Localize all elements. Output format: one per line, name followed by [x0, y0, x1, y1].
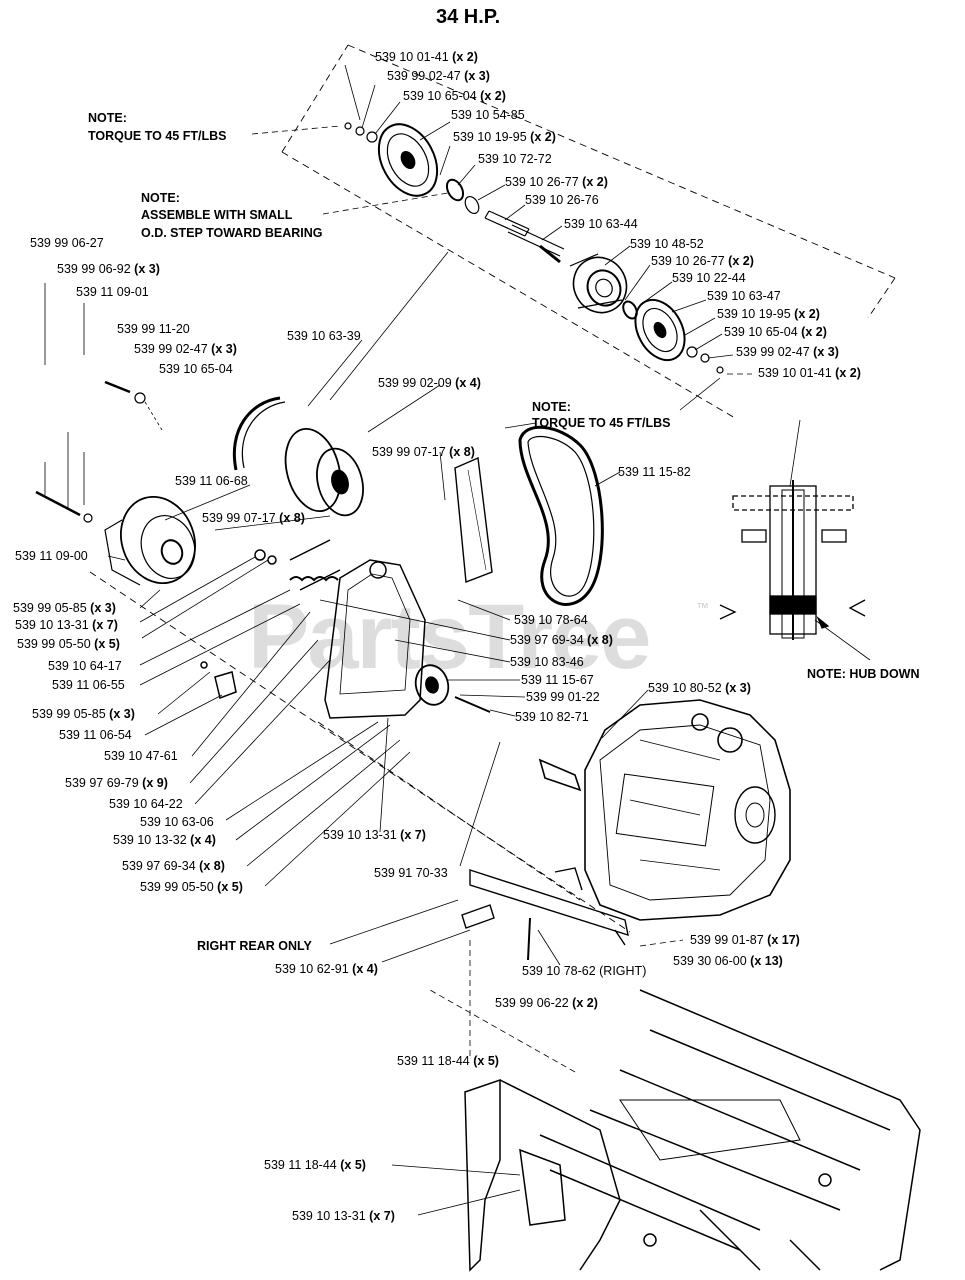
part-label: 539 10 63-06 — [140, 815, 214, 829]
part-label: 539 11 15-67 — [521, 673, 594, 687]
drive-belt — [504, 422, 621, 606]
lower-rail — [329, 867, 684, 1073]
part-label: 539 10 63-39 — [287, 329, 361, 343]
part-label: 539 10 19-95 (x 2) — [453, 130, 556, 144]
part-label: 539 10 65-04 (x 2) — [724, 325, 827, 339]
part-label: 539 99 05-85 (x 3) — [13, 601, 116, 615]
part-label: 539 10 64-17 — [48, 659, 122, 673]
note-torque-mid-text: TORQUE TO 45 FT/LBS — [532, 416, 671, 430]
part-label: 539 10 19-95 (x 2) — [717, 307, 820, 321]
part-label: 539 10 48-52 — [630, 237, 704, 251]
part-label: 539 97 69-34 (x 8) — [122, 859, 225, 873]
part-label: 539 10 65-04 — [159, 362, 233, 376]
part-label: 539 11 15-82 — [618, 465, 691, 479]
upper-spindle-parts — [344, 122, 724, 374]
part-label: 539 11 18-44 (x 5) — [264, 1158, 366, 1172]
note-hub-down: NOTE: HUB DOWN — [807, 667, 920, 681]
part-label: 539 99 06-92 (x 3) — [57, 262, 160, 276]
part-label: 539 99 01-22 — [526, 690, 600, 704]
note-right-rear-only: RIGHT REAR ONLY — [197, 939, 312, 953]
upper-pulley-assembly-outline — [281, 44, 896, 419]
part-label: 539 10 78-62 (RIGHT) — [522, 964, 647, 978]
part-label: 539 99 07-17 (x 8) — [202, 511, 305, 525]
part-label: 539 97 69-34 (x 8) — [510, 633, 613, 647]
part-label: 539 11 06-55 — [52, 678, 125, 692]
note-assemble-line2: O.D. STEP TOWARD BEARING — [141, 226, 323, 240]
part-label: 539 10 13-31 (x 7) — [292, 1209, 395, 1223]
part-label: 539 97 69-79 (x 9) — [65, 776, 168, 790]
note-assemble-line1: ASSEMBLE WITH SMALL — [141, 208, 293, 222]
leader-lines-middle — [107, 339, 649, 887]
note-torque-mid-heading: NOTE: — [532, 400, 571, 414]
engine — [538, 699, 791, 921]
part-label: 539 91 70-33 — [374, 866, 448, 880]
part-label: 539 10 63-44 — [564, 217, 638, 231]
part-label: 539 10 01-41 (x 2) — [758, 366, 861, 380]
part-label: 539 10 13-32 (x 4) — [113, 833, 216, 847]
part-label: 539 99 06-27 — [30, 236, 104, 250]
part-label: 539 99 05-50 (x 5) — [140, 880, 243, 894]
left-components — [35, 251, 449, 586]
part-label: 539 99 02-09 (x 4) — [378, 376, 481, 390]
part-label: 539 30 06-00 (x 13) — [673, 954, 783, 968]
part-label: 539 10 82-71 — [515, 710, 589, 724]
part-label: 539 10 83-46 — [510, 655, 584, 669]
note-torque-top-heading: NOTE: — [88, 111, 127, 125]
diagram-title: 34 H.P. — [436, 6, 501, 28]
part-label: 539 10 80-52 (x 3) — [648, 681, 751, 695]
part-label: 539 10 47-61 — [104, 749, 178, 763]
part-label: 539 10 01-41 (x 2) — [375, 50, 478, 64]
part-label: 539 10 26-77 (x 2) — [505, 175, 608, 189]
part-label: 539 99 01-87 (x 17) — [690, 933, 800, 947]
note-assemble-heading: NOTE: — [141, 191, 180, 205]
bracket-plate — [454, 456, 493, 583]
idler-arm-bracket — [200, 539, 491, 719]
part-label: 539 10 63-47 — [707, 289, 781, 303]
part-label: 539 10 62-91 (x 4) — [275, 962, 378, 976]
part-label: 539 99 06-22 (x 2) — [495, 996, 598, 1010]
frame-axis-lines — [89, 571, 631, 933]
part-label: 539 99 02-47 (x 3) — [736, 345, 839, 359]
part-label: 539 10 13-31 (x 7) — [323, 828, 426, 842]
part-label: 539 99 05-85 (x 3) — [32, 707, 135, 721]
part-label: 539 10 65-04 (x 2) — [403, 89, 506, 103]
part-label: 539 10 22-44 — [672, 271, 746, 285]
part-label: 539 99 07-17 (x 8) — [372, 445, 475, 459]
leader-lines-top — [251, 64, 752, 411]
part-label: 539 11 18-44 (x 5) — [397, 1054, 499, 1068]
part-label: 539 11 06-54 — [59, 728, 132, 742]
part-label: 539 99 02-47 (x 3) — [387, 69, 490, 83]
part-label: 539 10 26-76 — [525, 193, 599, 207]
part-label: 539 10 13-31 (x 7) — [15, 618, 118, 632]
watermark-trademark: ™ — [696, 600, 709, 615]
part-label: 539 10 78-64 — [514, 613, 588, 627]
part-label: 539 10 72-72 — [478, 152, 552, 166]
note-torque-top-text: TORQUE TO 45 FT/LBS — [88, 129, 227, 143]
part-label: 539 10 54-85 — [451, 108, 525, 122]
part-label: 539 10 64-22 — [109, 797, 183, 811]
part-label: 539 10 26-77 (x 2) — [651, 254, 754, 268]
part-label: 539 11 09-01 — [76, 285, 149, 299]
part-label: 539 11 06-68 — [175, 474, 248, 488]
part-label: 539 99 05-50 (x 5) — [17, 637, 120, 651]
part-label: 539 99 11-20 — [117, 322, 190, 336]
chassis-frame — [391, 989, 921, 1272]
part-label: 539 99 02-47 (x 3) — [134, 342, 237, 356]
part-label: 539 11 09-00 — [15, 549, 88, 563]
hub-section-detail — [719, 419, 871, 661]
